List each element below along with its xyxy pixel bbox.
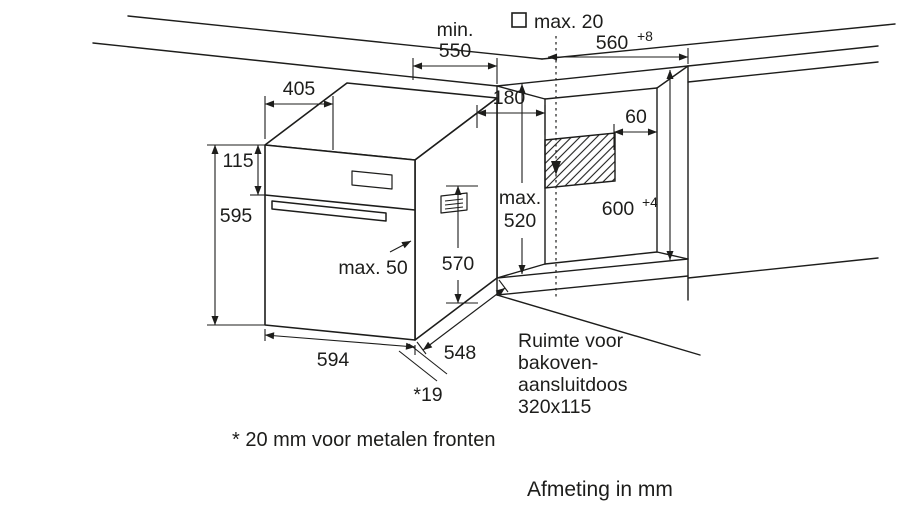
niche-back-wall-top-line: [544, 87, 658, 100]
extension-line: [498, 279, 509, 293]
offset-plane-line: [398, 350, 438, 382]
square-symbol: [511, 12, 527, 28]
connection-box-note-line-4: 320x115: [518, 396, 592, 418]
door-handle: [271, 200, 387, 222]
oven-front-face: [264, 144, 416, 341]
connection-box-note-line-2: bakoven-: [518, 352, 598, 374]
dim-548: [416, 279, 509, 355]
dim-594-label: 594: [317, 349, 350, 371]
dim-max-20-label: max. 20: [534, 11, 604, 33]
niche-bottom-lower-line: [496, 275, 689, 296]
leader-line: [389, 240, 412, 253]
counter-right-back-line: [541, 23, 896, 60]
dim-115-595: [207, 144, 265, 326]
dim-405: [264, 96, 334, 150]
dim-min-550-label-2: 550: [439, 40, 472, 62]
dim-19-label: *19: [413, 384, 442, 406]
side-vent-frame: [440, 192, 468, 214]
counter-back-edge-line: [92, 42, 498, 87]
dimensions: [207, 12, 689, 382]
dim-max-20: [511, 12, 561, 298]
niche-top-edge-line: [496, 65, 689, 87]
dim-max-50: [389, 240, 412, 253]
dim-560: [547, 48, 689, 64]
counter-right-front-line: [687, 45, 879, 67]
niche-back-wall-bottom-line: [544, 251, 658, 265]
dimension-line: [264, 332, 416, 350]
dim-60-label: 60: [625, 106, 647, 128]
cabinet-right-bottom-line: [687, 257, 879, 279]
niche-bottom-edge-line: [496, 258, 689, 279]
extension-line: [416, 341, 427, 355]
dim-600-label: 600: [602, 198, 635, 220]
dimension-line: [422, 287, 506, 351]
cabinet-front-bottom-line: [496, 294, 701, 356]
connection-box-note-line-1: Ruimte voor: [518, 330, 624, 352]
dim-595-label: 595: [220, 205, 253, 227]
dim-594: [264, 329, 416, 355]
labels: min. 550 max. 20 560 +8 405 180 60 115 5…: [220, 11, 673, 501]
dim-min-550: [412, 58, 498, 84]
dim-max-50-label: max. 50: [338, 257, 408, 279]
connection-box-note-line-3: aansluitdoos: [518, 374, 628, 396]
counter-right-lower-line: [687, 61, 879, 83]
control-display: [351, 170, 393, 190]
dim-115-label: 115: [222, 150, 253, 172]
dim-548-label: 548: [444, 342, 477, 364]
dim-min-550-label-1: min.: [437, 19, 474, 41]
cabinet-scene: [92, 15, 896, 356]
offset-plane-line: [408, 343, 448, 375]
side-vent-slot: [444, 206, 464, 210]
dim-max-520-label-2: 520: [504, 210, 537, 232]
side-vent-slot: [444, 198, 464, 202]
niche-right-wall-bottom-line: [656, 251, 689, 260]
dim-19-offset: [398, 343, 448, 382]
dim-60: [613, 124, 658, 150]
dim-180: [476, 105, 546, 135]
units-note: Afmeting in mm: [527, 478, 673, 501]
dim-560-label: 560: [596, 32, 629, 54]
dim-180-label: 180: [493, 87, 526, 109]
side-vent-slot: [444, 202, 464, 206]
down-arrow-icon: [551, 161, 561, 175]
connection-box-area: [544, 132, 616, 189]
dim-max-520-label-1: max.: [499, 187, 541, 209]
side-vent: [440, 192, 468, 214]
oven-body: [264, 82, 498, 341]
dim-570-label: 570: [442, 253, 475, 275]
dim-560-tolerance: +8: [637, 28, 653, 44]
dim-600-tolerance: +4: [642, 194, 658, 210]
control-panel-divider: [264, 194, 416, 211]
metal-front-footnote: * 20 mm voor metalen fronten: [232, 429, 495, 451]
counter-rear-edge-line: [127, 15, 543, 60]
dim-405-label: 405: [283, 78, 316, 100]
